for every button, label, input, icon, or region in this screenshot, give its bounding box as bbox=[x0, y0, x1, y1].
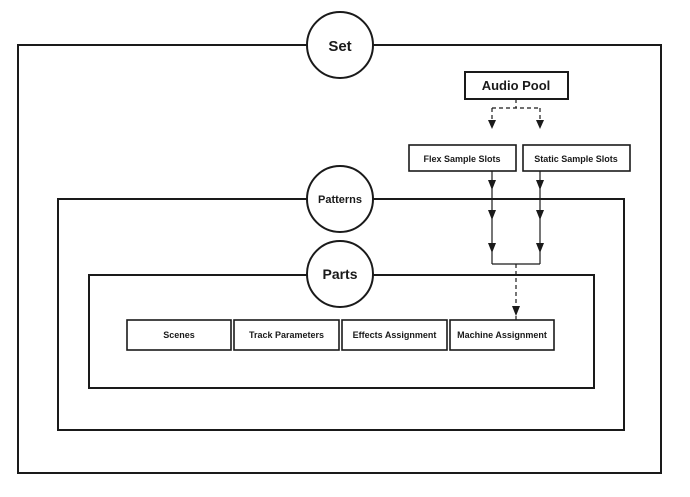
arrow-head bbox=[488, 243, 496, 253]
static-sample-slots-label: Static Sample Slots bbox=[534, 154, 618, 164]
machine-assignment-label: Machine Assignment bbox=[457, 330, 547, 340]
effects-assignment-label: Effects Assignment bbox=[353, 330, 437, 340]
arrow-head bbox=[512, 306, 520, 316]
arrow-head bbox=[536, 120, 544, 129]
slots-to-parts-connector bbox=[488, 171, 544, 320]
static-sample-slots-node: Static Sample Slots bbox=[522, 144, 631, 172]
patterns-node: Patterns bbox=[306, 165, 374, 233]
audio-pool-node: Audio Pool bbox=[464, 71, 569, 100]
scenes-label: Scenes bbox=[163, 330, 195, 340]
audio-pool-label: Audio Pool bbox=[482, 78, 551, 93]
arrow-head bbox=[488, 180, 496, 190]
patterns-label: Patterns bbox=[318, 194, 362, 206]
arrow-head bbox=[536, 243, 544, 253]
parts-label: Parts bbox=[322, 266, 357, 282]
arrow-head bbox=[536, 180, 544, 190]
flex-sample-slots-node: Flex Sample Slots bbox=[408, 144, 517, 172]
track-parameters-node: Track Parameters bbox=[233, 319, 340, 351]
patterns-frame bbox=[57, 198, 625, 431]
scenes-node: Scenes bbox=[126, 319, 232, 351]
set-node: Set bbox=[306, 11, 374, 79]
flex-sample-slots-label: Flex Sample Slots bbox=[423, 154, 500, 164]
arrow-head bbox=[488, 120, 496, 129]
track-parameters-label: Track Parameters bbox=[249, 330, 324, 340]
set-label: Set bbox=[328, 38, 351, 55]
parts-node: Parts bbox=[306, 240, 374, 308]
arrow-head bbox=[488, 210, 496, 220]
effects-assignment-node: Effects Assignment bbox=[341, 319, 448, 351]
audio-pool-to-slots-connector bbox=[488, 99, 544, 129]
machine-assignment-node: Machine Assignment bbox=[449, 319, 555, 351]
arrow-head bbox=[536, 210, 544, 220]
